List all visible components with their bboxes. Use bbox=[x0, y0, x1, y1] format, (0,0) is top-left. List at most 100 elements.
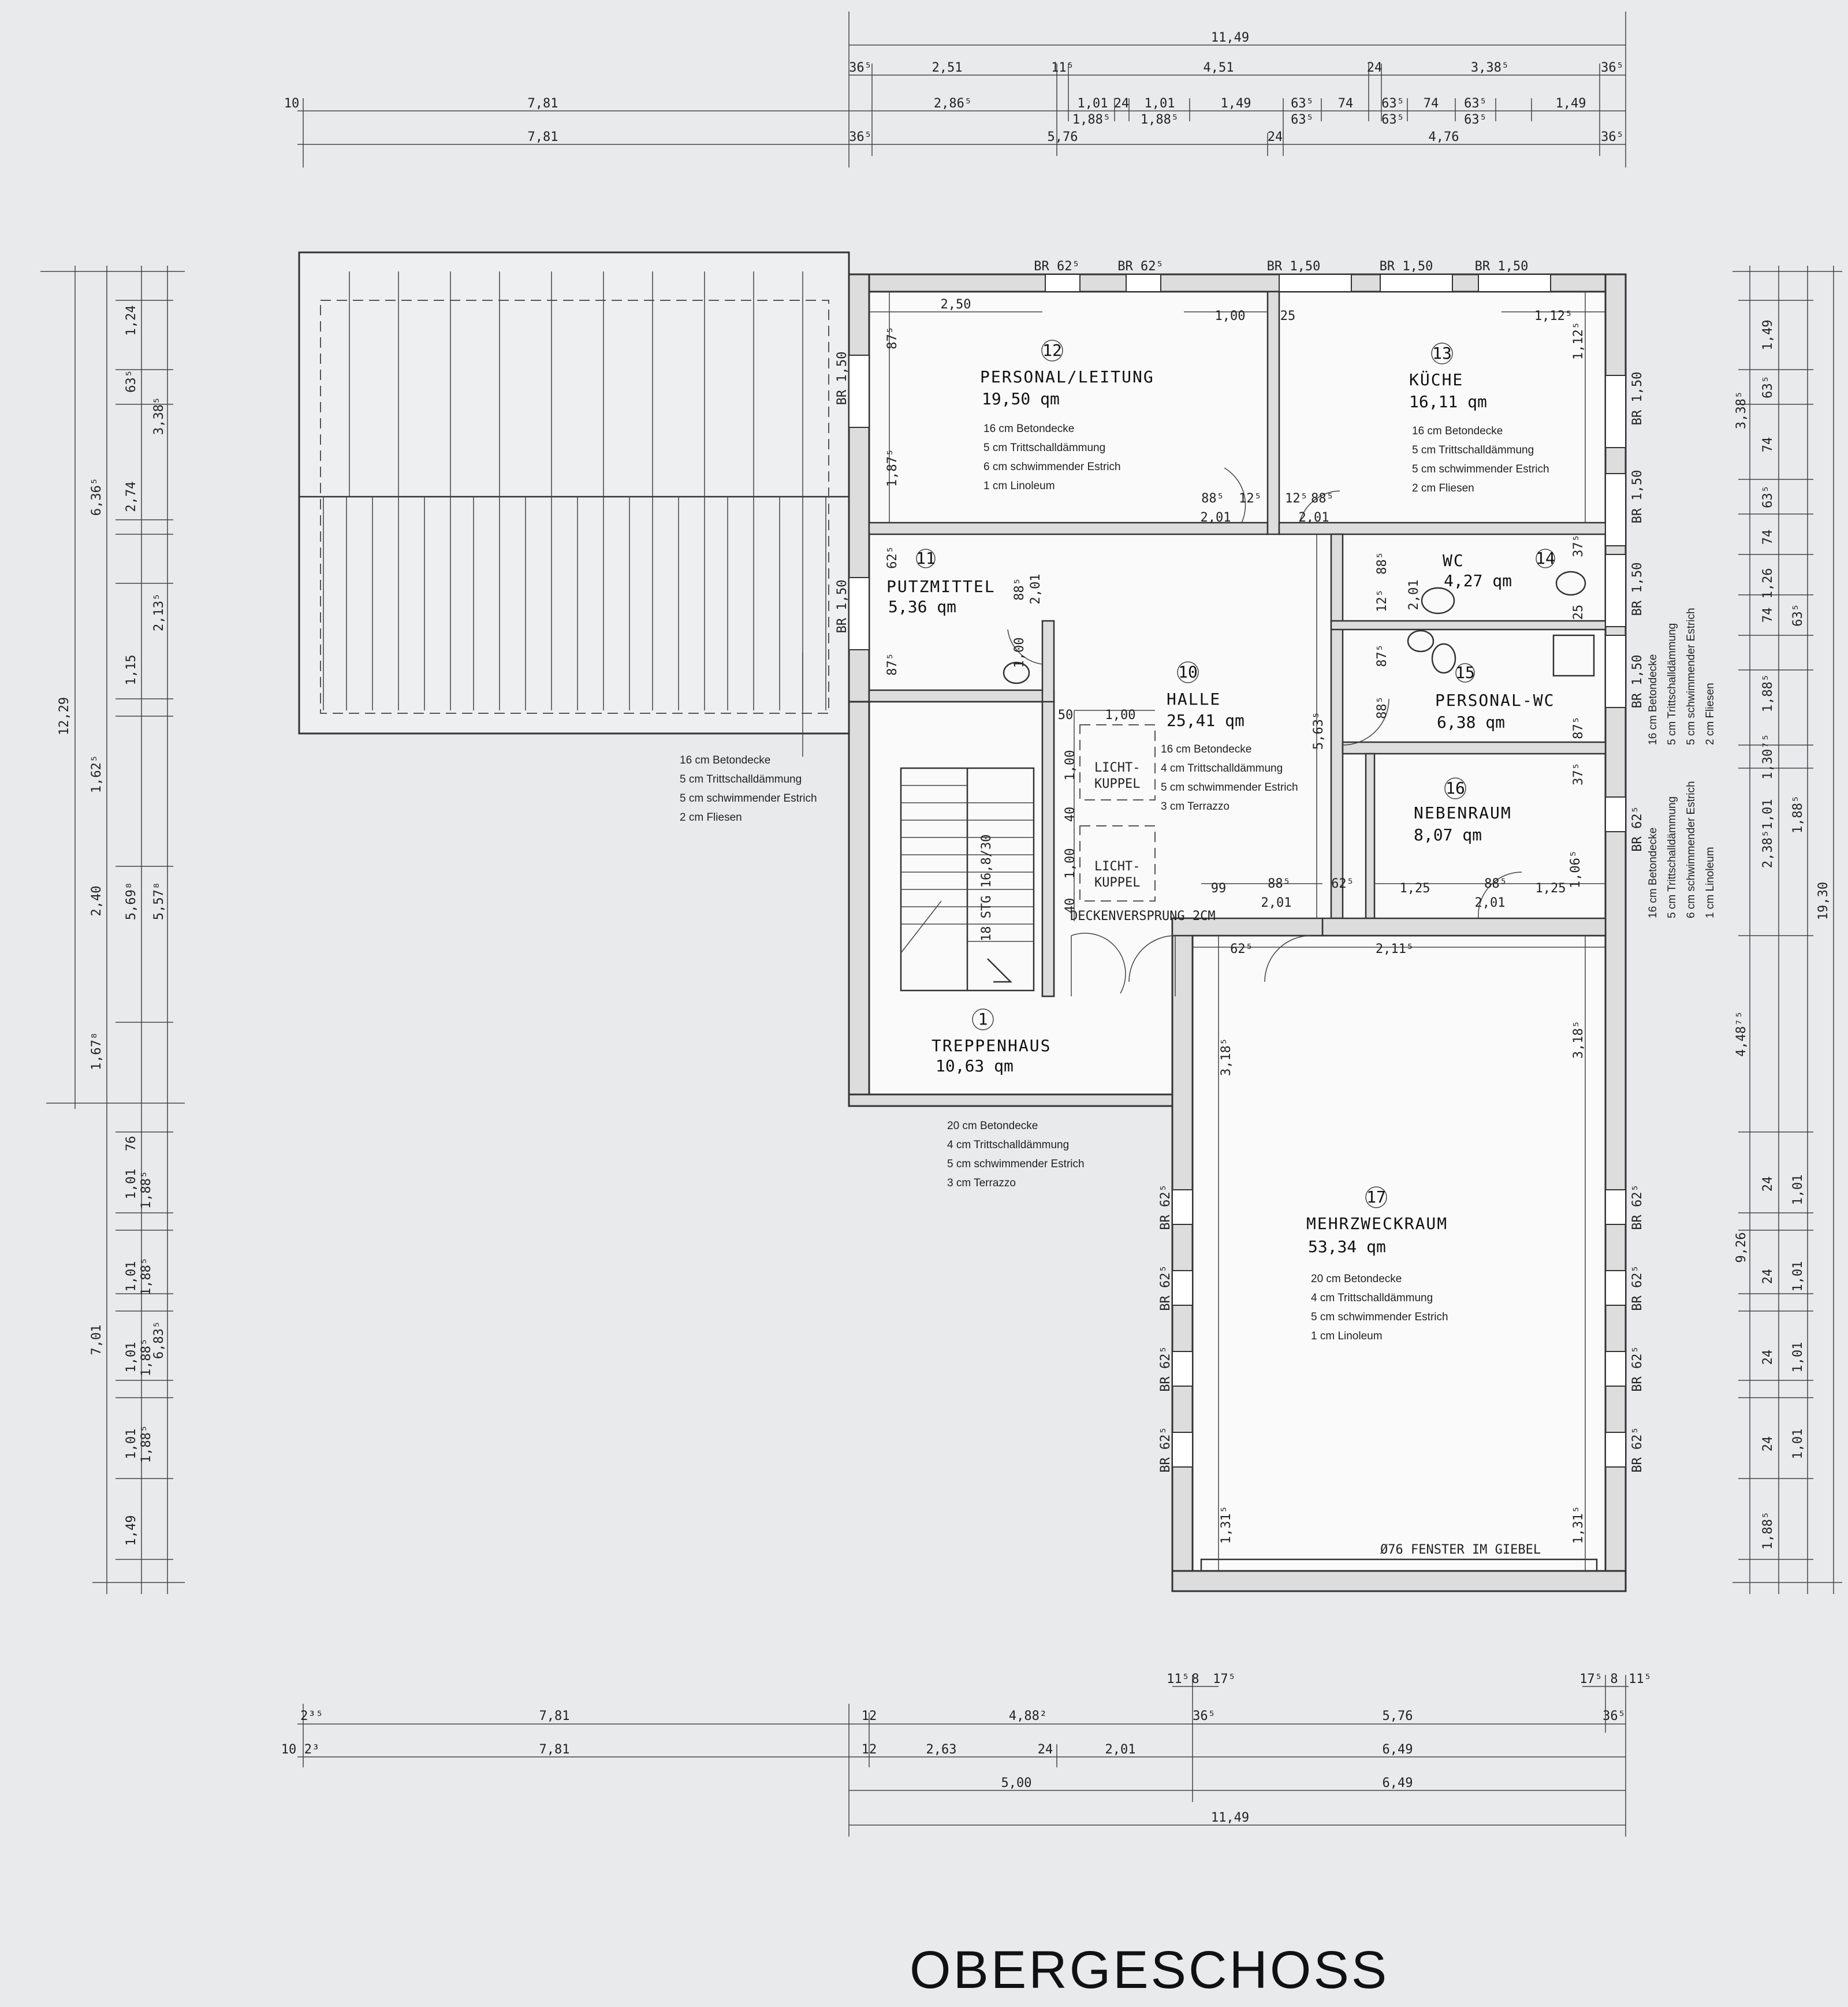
dim-top3b-e: 63⁵ bbox=[1464, 113, 1487, 127]
dim-top2-c: 11⁵ bbox=[1051, 61, 1074, 75]
gable-window-note: Ø76 FENSTER IM GIEBEL bbox=[1380, 1543, 1541, 1557]
dim-int-24: 40 bbox=[1063, 898, 1078, 914]
spec-ru-2: 5 cm Trittschalldämmung bbox=[1666, 623, 1678, 745]
door-swings bbox=[1007, 467, 1522, 996]
dim-left-t: 1,49 bbox=[124, 1516, 139, 1546]
room-14-area: 4,27 qm bbox=[1444, 571, 1512, 590]
dim-int-40: 1,31⁵ bbox=[1571, 1506, 1586, 1544]
room-10-spec-1: 16 cm Betondecke bbox=[1161, 743, 1251, 755]
room-15-name: PERSONAL-WC bbox=[1435, 691, 1555, 710]
dim-left-lower: 7,01 bbox=[90, 1325, 104, 1356]
br-label-8: BR 1,50 bbox=[1630, 372, 1645, 426]
dim-right-l: 1,01 bbox=[1791, 1175, 1805, 1205]
spec-left-1: 16 cm Betondecke bbox=[680, 754, 770, 766]
deckenversprung-note: DECKENVERSPRUNG 2CM bbox=[1070, 909, 1216, 924]
dim-left-q: 1,88⁵ bbox=[139, 1338, 154, 1376]
dim-left-r: 1,01 bbox=[124, 1429, 139, 1459]
spec-ru-1: 16 cm Betondecke bbox=[1647, 654, 1659, 745]
room-10-number: 10 bbox=[1178, 662, 1198, 682]
sanitary-fixtures bbox=[1003, 571, 1595, 684]
dim-top4-b: 36⁵ bbox=[849, 130, 872, 144]
room-number-circle bbox=[1431, 342, 1453, 364]
dim-bot1-b: 8 bbox=[1191, 1672, 1199, 1686]
br-label-18: BR 62⁵ bbox=[1158, 1265, 1173, 1310]
dim-bot2-f: 5,76 bbox=[1383, 1709, 1413, 1723]
room-1-area: 10,63 qm bbox=[936, 1056, 1014, 1075]
dim-top3-b: 7,81 bbox=[528, 96, 558, 111]
dim-top4-a: 7,81 bbox=[528, 130, 558, 144]
dim-left-b: 63⁵ bbox=[124, 370, 139, 393]
room-17-spec-4: 1 cm Linoleum bbox=[1311, 1330, 1383, 1342]
dim-int-25: 5,63⁵ bbox=[1312, 712, 1326, 750]
dim-right-b: 63⁵ bbox=[1761, 375, 1775, 399]
skylight-1-label-1: LICHT- bbox=[1094, 761, 1140, 775]
room-13-name: KÜCHE bbox=[1409, 370, 1463, 389]
room-11-name: PUTZMITTEL bbox=[886, 577, 996, 596]
dim-int-33: 1,25 bbox=[1536, 881, 1566, 896]
dim-left-i: 5,57⁸ bbox=[152, 882, 166, 920]
dim-top3-f: 1,01 bbox=[1145, 96, 1175, 111]
dim-int-4: 1,87⁵ bbox=[885, 449, 900, 487]
dim-right-k: 24 bbox=[1761, 1176, 1775, 1192]
dim-left-a: 1,24 bbox=[124, 306, 139, 336]
dim-left-g: 1,62⁵ bbox=[90, 755, 104, 793]
dim-bot1-e: 8 bbox=[1610, 1672, 1618, 1686]
br-label-9: BR 1,50 bbox=[1630, 470, 1645, 524]
dim-int-15: 87⁵ bbox=[885, 653, 900, 676]
br-label-14: BR 62⁵ bbox=[1630, 1265, 1645, 1310]
room-11-area: 5,36 qm bbox=[888, 597, 956, 616]
room-12-spec-2: 5 cm Trittschalldämmung bbox=[983, 442, 1105, 454]
dim-int-42: 2,01 bbox=[1407, 580, 1421, 610]
room-number-circle bbox=[1536, 549, 1555, 568]
dim-bot1-f: 11⁵ bbox=[1629, 1672, 1652, 1686]
dim-top4-d: 24 bbox=[1268, 130, 1283, 144]
br-label-16: BR 62⁵ bbox=[1630, 1427, 1645, 1472]
dim-top2-d: 4,51 bbox=[1204, 61, 1234, 75]
dim-int-32: 2,01 bbox=[1475, 896, 1506, 910]
room-12-number: 12 bbox=[1042, 341, 1062, 360]
dim-top3-l: 63⁵ bbox=[1464, 96, 1487, 111]
dim-top2-a: 36⁵ bbox=[849, 61, 872, 75]
dim-int-29: 62⁵ bbox=[1331, 877, 1354, 891]
room-13-area: 16,11 qm bbox=[1409, 392, 1487, 411]
spec-ru-4: 2 cm Fliesen bbox=[1704, 683, 1716, 745]
dim-int-12: 1,12⁵ bbox=[1534, 309, 1573, 323]
dim-int-47: 25 bbox=[1571, 605, 1586, 620]
dim-int-20: 1,00 bbox=[1105, 708, 1136, 723]
dim-right-e: 74 bbox=[1761, 530, 1775, 545]
left-dimension-chains: 12,29 7,01 6,36⁵ 5,69⁸ 6,83⁵ 1,24 63⁵ 3,… bbox=[40, 266, 185, 1594]
dim-right-h: 1,30⁷⁵ bbox=[1761, 733, 1775, 779]
room-10-name: HALLE bbox=[1167, 690, 1221, 709]
dim-left-total: 12,29 bbox=[57, 697, 72, 735]
dim-top3-a: 10 bbox=[284, 96, 300, 111]
dim-right-p: 1,01 bbox=[1791, 1342, 1805, 1373]
dim-right-mid-c: 1,88⁵ bbox=[1761, 674, 1775, 712]
dim-int-28: 2,01 bbox=[1261, 896, 1292, 910]
dim-top4-c: 5,76 bbox=[1048, 130, 1078, 144]
dim-right-o: 24 bbox=[1761, 1350, 1775, 1365]
dim-int-2: 1,00 bbox=[1215, 309, 1246, 323]
dim-top3b-b: 1,88⁵ bbox=[1141, 113, 1179, 127]
room-1-number: 1 bbox=[978, 1010, 988, 1029]
floor-spec-left: 16 cm Betondecke 5 cm Trittschalldämmung… bbox=[680, 653, 817, 824]
dim-int-46: 37⁵ bbox=[1571, 534, 1586, 557]
room-number-circle bbox=[1365, 1186, 1387, 1208]
room-number-circle bbox=[1455, 663, 1475, 683]
dim-top4-e: 4,76 bbox=[1429, 130, 1459, 144]
dim-top3-k: 74 bbox=[1424, 96, 1439, 111]
dim-int-23: 1,00 bbox=[1063, 848, 1078, 879]
dim-int-10: 2,01 bbox=[1299, 511, 1329, 525]
br-label-17: BR 62⁵ bbox=[1158, 1184, 1173, 1230]
dim-bot3-f: 24 bbox=[1038, 1742, 1053, 1757]
roof-area bbox=[298, 251, 850, 735]
room-13-spec-1: 16 cm Betondecke bbox=[1412, 425, 1503, 437]
room-12-spec-4: 1 cm Linoleum bbox=[983, 480, 1055, 492]
dim-right-j: 1,88⁵ bbox=[1791, 795, 1805, 833]
dim-top2-b: 2,51 bbox=[932, 61, 963, 75]
br-label-4: BR 1,50 bbox=[1380, 259, 1433, 274]
dim-bot2-b: 7,81 bbox=[539, 1709, 570, 1723]
bottom-dimension-chains: 11⁵ 8 17⁵ 17⁵ 8 11⁵ 2³⁵ 7,81 12 4,88² 36… bbox=[281, 1672, 1652, 1837]
dim-int-27: 88⁵ bbox=[1268, 877, 1291, 891]
dim-right-mid-d: 2,38⁵ bbox=[1761, 830, 1775, 868]
dim-int-31: 88⁵ bbox=[1484, 877, 1507, 891]
